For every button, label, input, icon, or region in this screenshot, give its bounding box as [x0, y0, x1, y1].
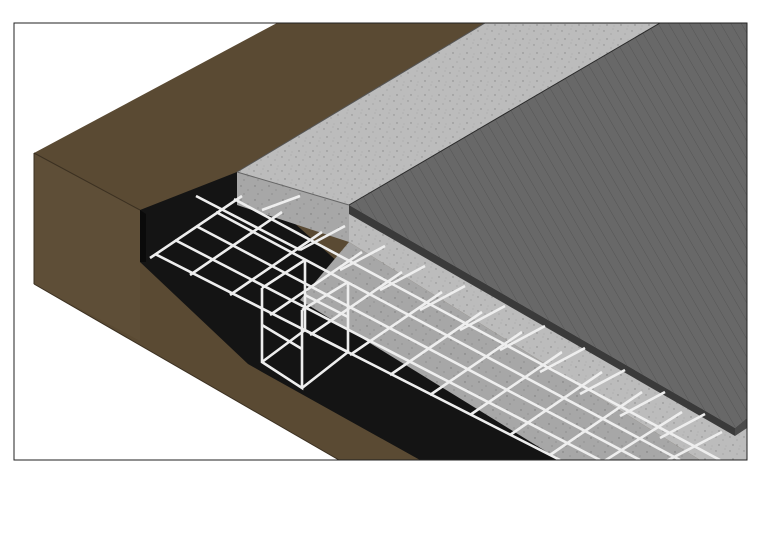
- deck-surface: [348, 23, 747, 436]
- diagram-frame: [13, 22, 748, 461]
- reinforcement-mesh: [149, 194, 723, 460]
- stirrup-cage: [260, 258, 350, 391]
